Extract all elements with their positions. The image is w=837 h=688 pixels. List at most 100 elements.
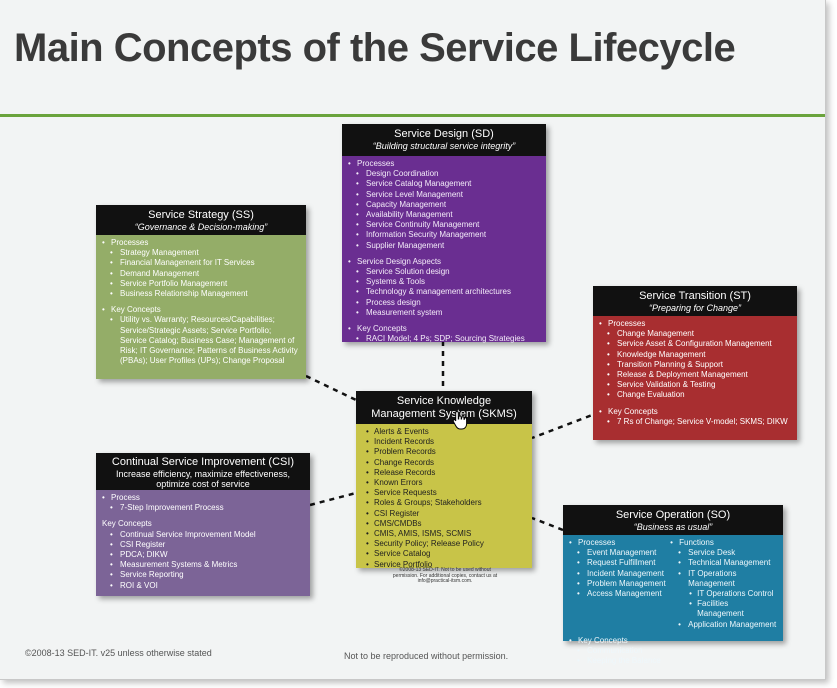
- csi-title: Continual Service Improvement (CSI): [111, 456, 295, 468]
- service-transition-box: Service Transition (ST) “Preparing for C…: [593, 286, 797, 440]
- csi-header: Continual Service Improvement (CSI) Incr…: [96, 453, 310, 490]
- list-item: Measurement system: [348, 308, 540, 318]
- section-title: Key Concepts: [102, 305, 300, 315]
- skms-items: Alerts & Events Incident Records Problem…: [364, 427, 524, 570]
- list-item: Application Management: [670, 620, 777, 630]
- service-transition-processes: Change Management Service Asset & Config…: [599, 329, 791, 401]
- csi-key-concepts: Continual Service Improvement Model CSI …: [102, 530, 304, 591]
- connector-so-skms: [531, 516, 564, 532]
- list-item: Incident Records: [364, 437, 524, 447]
- list-item: Service Level Management: [348, 190, 540, 200]
- service-strategy-box: Service Strategy (SS) “Governance & Deci…: [96, 205, 306, 379]
- list-item: PDCA; DIKW: [102, 550, 304, 560]
- service-operation-body: Processes Event Management Request Fulfi…: [563, 535, 783, 667]
- csi-body: Process 7-Step Improvement Process Key C…: [96, 490, 310, 596]
- service-design-processes: Design Coordination Service Catalog Mana…: [348, 169, 540, 251]
- list-item: Systems & Tools: [348, 277, 540, 287]
- list-item: 7 Rs of Change; Service V-model; SKMS; D…: [599, 417, 791, 427]
- fine-print: ©2008-13 SED-IT. Not to be used without …: [383, 567, 507, 585]
- list-item: CMS/CMDBs: [364, 519, 524, 529]
- list-item: Change Evaluation: [599, 390, 791, 400]
- list-item: Change Management: [599, 329, 791, 339]
- list-item: Facilities Management: [670, 599, 777, 619]
- list-item: Request Fulfillment: [569, 558, 670, 568]
- list-item: Keeping the Balance: [569, 656, 777, 666]
- list-item: IT Operations Control: [670, 589, 777, 599]
- service-strategy-header: Service Strategy (SS) “Governance & Deci…: [96, 205, 306, 235]
- list-item: Process design: [348, 298, 540, 308]
- title-divider: [0, 114, 825, 117]
- list-item: Release & Deployment Management: [599, 370, 791, 380]
- list-item: Service Validation & Testing: [599, 380, 791, 390]
- list-item: Technology & management architectures: [348, 287, 540, 297]
- service-operation-functions-bottom: Application Management: [670, 620, 777, 630]
- service-design-box: Service Design (SD) “Building structural…: [342, 124, 546, 345]
- service-operation-functions-column: Functions Service Desk Technical Managem…: [670, 538, 777, 630]
- service-transition-subtitle: “Preparing for Change”: [648, 302, 742, 313]
- fine-print-line: info@practical-itsm.com.: [417, 578, 473, 585]
- list-item: Access Management: [569, 589, 670, 599]
- list-item: Service Desk: [670, 548, 777, 558]
- list-item: Strategy Management: [102, 248, 300, 258]
- list-item: Problem Management: [569, 579, 670, 589]
- list-item: Service Asset & Configuration Management: [599, 339, 791, 349]
- list-item: Knowledge Management: [599, 350, 791, 360]
- list-item: Supplier Management: [348, 241, 540, 251]
- service-strategy-body: Processes Strategy Management Financial …: [96, 235, 306, 379]
- service-operation-box: Service Operation (SO) “Business as usua…: [563, 505, 783, 667]
- section-title: Service Design Aspects: [348, 257, 540, 267]
- service-operation-title: Service Operation (SO): [615, 509, 731, 521]
- list-item: Measurement Systems & Metrics: [102, 560, 304, 570]
- footer-notice: Not to be reproduced without permission.: [344, 651, 509, 661]
- skms-box: Service Knowledge Management System (SKM…: [356, 391, 532, 570]
- section-title: Processes: [348, 159, 540, 169]
- skms-header: Service Knowledge Management System (SKM…: [356, 391, 532, 424]
- section-title: Processes: [569, 538, 670, 548]
- hand-cursor-icon: [452, 410, 468, 430]
- section-title: Key Concepts: [348, 324, 540, 334]
- list-item: IT Operations Management: [670, 569, 777, 589]
- list-item: Capacity Management: [348, 200, 540, 210]
- list-item: Change Records: [364, 458, 524, 468]
- section-title: Processes: [599, 319, 791, 329]
- csi-subtitle-line2: optimize cost of service: [156, 478, 250, 489]
- page-title: Main Concepts of the Service Lifecycle: [14, 26, 736, 70]
- list-item: Service Catalog Management: [348, 179, 540, 189]
- section-title: Process: [102, 493, 304, 503]
- csi-process: 7-Step Improvement Process: [102, 503, 304, 513]
- list-item: Design Coordination: [348, 169, 540, 179]
- list-item: 7-Step Improvement Process: [102, 503, 304, 513]
- list-item: Information Security Management: [348, 230, 540, 240]
- section-title: Key Concepts: [569, 636, 777, 646]
- list-item: Continual Service Improvement Model: [102, 530, 304, 540]
- skms-title-line2: Management System (SKMS): [371, 407, 517, 420]
- service-design-body: Processes Design Coordination Service Ca…: [342, 156, 546, 345]
- list-item: Problem Records: [364, 447, 524, 457]
- service-operation-subtitle: “Business as usual”: [633, 521, 713, 532]
- section-title: Key Concepts: [599, 407, 791, 417]
- csi-box: Continual Service Improvement (CSI) Incr…: [96, 453, 310, 596]
- connector-csi-skms: [309, 491, 357, 507]
- list-item: Financial Management for IT Services: [102, 258, 300, 268]
- service-design-key-concepts: RACI Model; 4 Ps; SDP; Sourcing Strategi…: [348, 334, 540, 344]
- service-operation-columns: Processes Event Management Request Fulfi…: [569, 538, 777, 630]
- list-item: Availability Management: [348, 210, 540, 220]
- list-item: Event Management: [569, 548, 670, 558]
- list-item: Alerts & Events: [364, 427, 524, 437]
- service-operation-header: Service Operation (SO) “Business as usua…: [563, 505, 783, 535]
- list-item: Service Catalog: [364, 549, 524, 559]
- list-item: Known Errors: [364, 478, 524, 488]
- list-item: Service Reporting: [102, 570, 304, 580]
- list-item: Demand Management: [102, 269, 300, 279]
- list-item: Service Solution design: [348, 267, 540, 277]
- list-item: Security Policy; Release Policy: [364, 539, 524, 549]
- service-design-aspects: Service Solution design Systems & Tools …: [348, 267, 540, 318]
- list-item: CSI Register: [102, 540, 304, 550]
- slide: Main Concepts of the Service Lifecycle S…: [0, 0, 826, 680]
- service-operation-processes-column: Processes Event Management Request Fulfi…: [569, 538, 670, 630]
- fine-print-line: permission. For additional copies, conta…: [392, 572, 498, 579]
- csi-subtitle-line1: Increase efficiency, maximize effectiven…: [115, 468, 291, 479]
- section-title: Functions: [670, 538, 777, 548]
- list-item: RACI Model; 4 Ps; SDP; Sourcing Strategi…: [348, 334, 540, 344]
- connector-st-skms: [531, 410, 601, 440]
